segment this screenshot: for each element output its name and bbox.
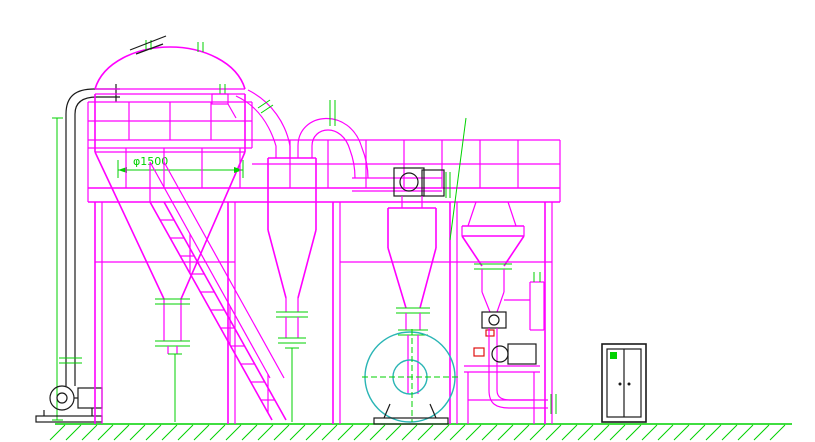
fan-unit (393, 167, 451, 208)
cyclone-2 (387, 207, 437, 394)
main-vessel (94, 35, 246, 354)
left-riser-pipe (59, 84, 120, 386)
feeder-motor (491, 343, 537, 365)
dimension-lines (168, 117, 467, 422)
vessel-dome-valve (211, 84, 237, 119)
feeder-table (464, 365, 540, 424)
rotary-valve (473, 311, 507, 357)
control-cabinet (601, 343, 647, 423)
dimension-label: φ1500 (133, 155, 168, 168)
cabinet-indicator (610, 352, 617, 359)
stair-treads (160, 219, 275, 401)
vessel-cone-left (94, 151, 165, 300)
ground-hatch (49, 424, 786, 441)
filter-cylinder (504, 272, 545, 331)
duct-vessel-to-cyclone1 (235, 89, 291, 158)
cyclone-1 (267, 157, 317, 344)
bottom-pump (35, 385, 103, 423)
ground (49, 423, 792, 441)
vessel-dome (94, 46, 246, 90)
feed-hopper (461, 201, 557, 424)
blower (362, 329, 458, 425)
access-stairs (149, 161, 287, 421)
vessel-top-nozzle (197, 42, 204, 52)
left-dimension-line (52, 117, 63, 421)
dimension-vessel-diameter: φ1500 (117, 155, 244, 178)
duct-cyclone1-to-fan (297, 100, 442, 192)
vessel-top-manhole (129, 35, 167, 55)
